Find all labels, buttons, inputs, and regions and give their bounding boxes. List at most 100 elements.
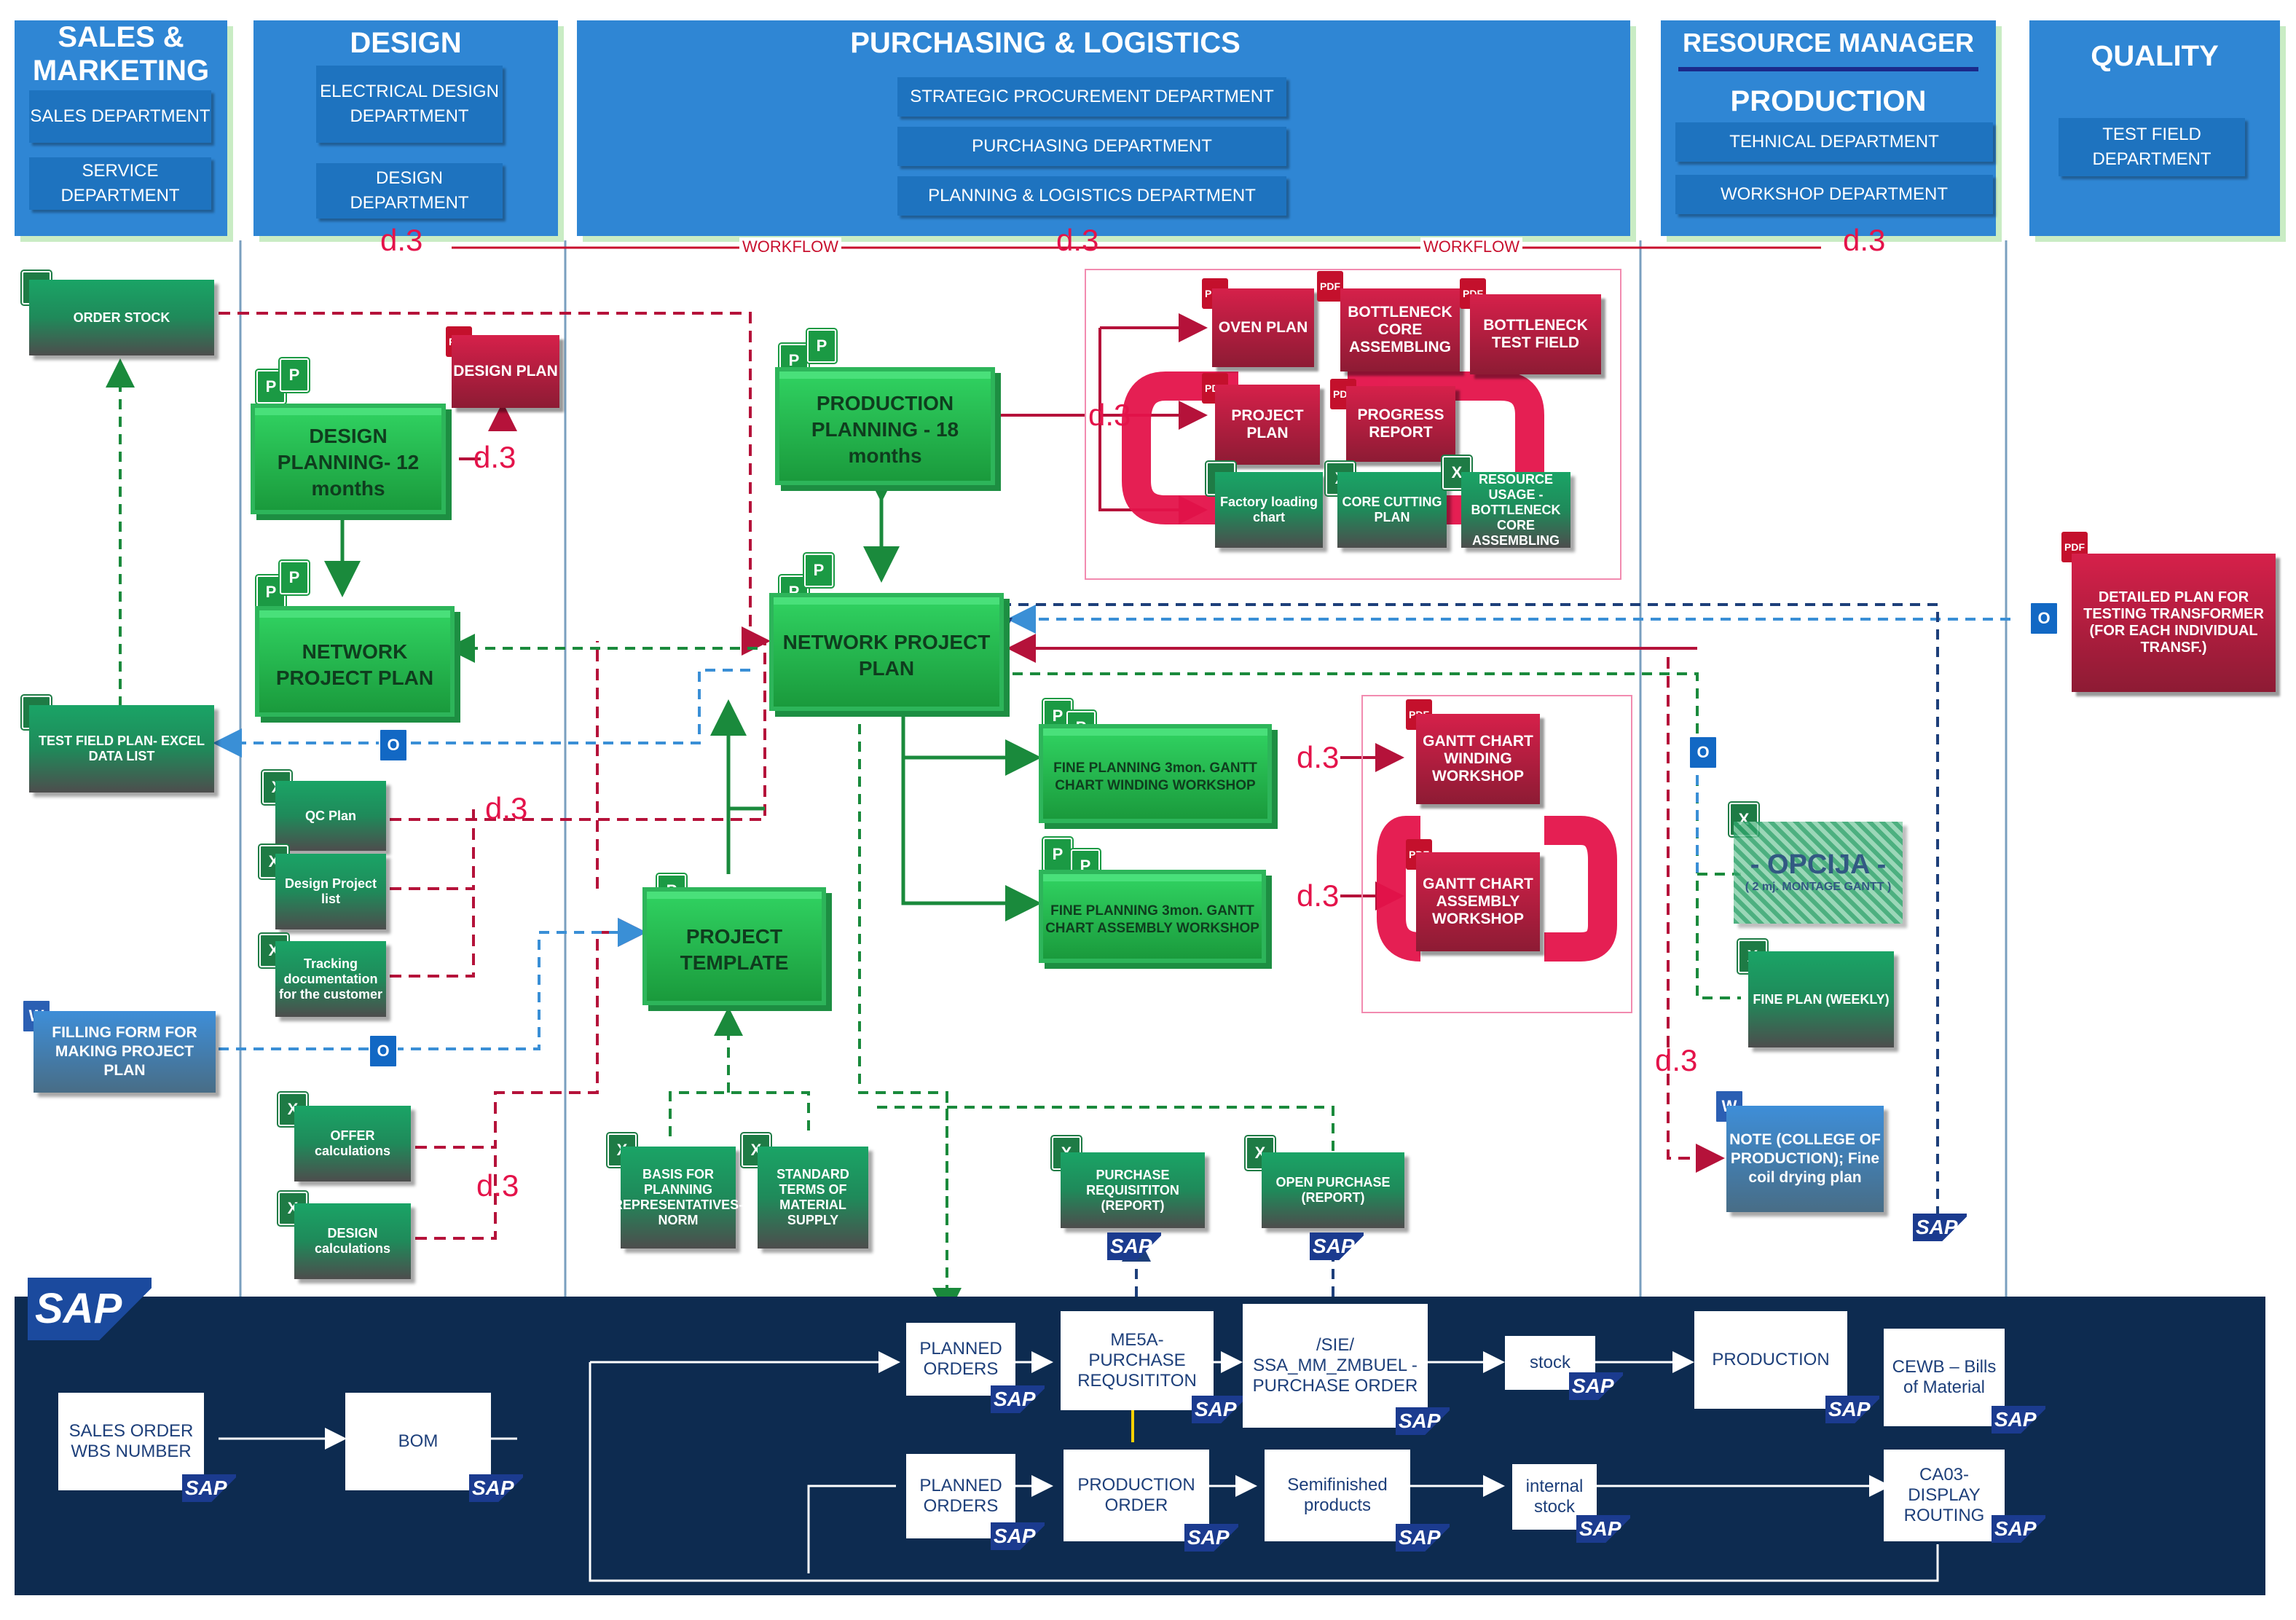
factory-loading-chart[interactable]: Factory loading chart — [1215, 472, 1323, 548]
basis-for-planning[interactable]: BASIS FOR PLANNING REPRESENTATIVES-NORM — [613, 1147, 743, 1249]
sie-purchase-order[interactable]: /SIE/ SSA_MM_ZMBUEL - PURCHASE ORDER — [1243, 1304, 1428, 1428]
production-header: RESOURCE MANAGER PRODUCTION TEHNICAL DEP… — [1661, 20, 1996, 236]
detailed-plan-testing-transformer[interactable]: DETAILED PLAN FOR TESTING TRANSFORMER (F… — [2072, 554, 2276, 692]
project-icon: P — [804, 554, 833, 587]
quality-title: QUALITY — [2091, 40, 2219, 72]
sap-logo: SAP — [1107, 1232, 1161, 1260]
design-planning[interactable]: DESIGN PLANNING- 12 months — [255, 408, 441, 510]
production-planning[interactable]: PRODUCTION PLANNING - 18 months — [779, 371, 991, 481]
purchase-requisition-report[interactable]: PURCHASE REQUISITITON (REPORT) — [1061, 1152, 1205, 1228]
oven-plan[interactable]: OVEN PLAN — [1212, 288, 1314, 367]
sap-logo: SAP — [1913, 1214, 1967, 1241]
sap-logo: SAP — [1192, 1396, 1246, 1423]
project-icon: P — [280, 358, 309, 392]
outlook-icon: O — [369, 1034, 398, 1068]
filling-form[interactable]: FILLING FORM FOR MAKING PROJECT PLAN — [34, 1011, 216, 1093]
test-field-plan[interactable]: TEST FIELD PLAN- EXCEL DATA LIST — [29, 705, 214, 793]
design-plan[interactable]: DESIGN PLAN — [452, 335, 559, 408]
project-icon: P — [280, 561, 309, 594]
bom[interactable]: BOM — [345, 1393, 491, 1490]
note-college-of-production[interactable]: NOTE (COLLEGE OF PRODUCTION); Fine coil … — [1726, 1106, 1884, 1212]
d3-logo: d.3 — [1056, 223, 1099, 257]
cewb-bills-of-material[interactable]: CEWB – Bills of Material — [1884, 1329, 2005, 1426]
strategic-procurement-department[interactable]: STRATEGIC PROCUREMENT DEPARTMENT — [897, 77, 1286, 117]
sap-logo: SAP — [1184, 1524, 1238, 1552]
fine-plan-weekly[interactable]: FINE PLAN (WEEKLY) — [1748, 951, 1894, 1047]
open-purchase-report[interactable]: OPEN PURCHASE (REPORT) — [1262, 1152, 1404, 1228]
sap-logo: SAP — [1310, 1232, 1364, 1260]
qc-plan[interactable]: QC Plan — [275, 781, 386, 851]
workshop-department[interactable]: WORKSHOP DEPARTMENT — [1675, 175, 1993, 214]
sap-logo: SAP — [182, 1474, 236, 1502]
standard-terms[interactable]: STANDARD TERMS OF MATERIAL SUPPLY — [758, 1147, 868, 1249]
design-department[interactable]: DESIGN DEPARTMENT — [316, 163, 503, 219]
core-cutting-plan[interactable]: CORE CUTTING PLAN — [1337, 472, 1447, 548]
d3-logo: d.3 — [473, 440, 516, 474]
outlook-icon: O — [1688, 736, 1718, 769]
network-project-plan-left[interactable]: NETWORK PROJECT PLAN — [259, 610, 450, 712]
resource-usage[interactable]: RESOURCE USAGE - BOTTLENECK CORE ASSEMBL… — [1461, 472, 1570, 548]
design-project-list[interactable]: Design Project list — [275, 854, 386, 929]
fine-planning-winding[interactable]: FINE PLANNING 3mon. GANTT CHART WINDING … — [1043, 728, 1267, 819]
network-project-plan-center[interactable]: NETWORK PROJECT PLAN — [774, 597, 999, 707]
d3-logo: d.3 — [380, 223, 423, 257]
tracking-documentation[interactable]: Tracking documentation for the customer — [275, 941, 386, 1017]
purchasing-department[interactable]: PURCHASING DEPARTMENT — [897, 127, 1286, 166]
ca03-display-routing[interactable]: CA03- DISPLAY ROUTING — [1884, 1450, 2005, 1541]
bottleneck-core-assembling[interactable]: BOTTLENECK CORE ASSEMBLING — [1340, 288, 1460, 371]
opcija-subtitle: ( 2 mj. MONTAGE GANTT ) — [1745, 881, 1892, 893]
d3-logo: d.3 — [1655, 1043, 1698, 1077]
fine-planning-assembly[interactable]: FINE PLANNING 3mon. GANTT CHART ASSEMBLY… — [1043, 874, 1262, 959]
production[interactable]: PRODUCTION — [1694, 1311, 1847, 1409]
order-stock[interactable]: ORDER STOCK — [29, 280, 214, 355]
sales-marketing-title: SALES & MARKETING — [32, 21, 210, 87]
sap-logo: SAP — [991, 1522, 1045, 1550]
d3-logo: d.3 — [485, 791, 528, 825]
design-calculations[interactable]: DESIGN calculations — [294, 1203, 411, 1279]
d3-logo: d.3 — [1088, 398, 1131, 432]
sales-department[interactable]: SALES DEPARTMENT — [29, 90, 211, 143]
gantt-chart-assembly[interactable]: GANTT CHART ASSEMBLY WORKSHOP — [1416, 852, 1540, 951]
workflow-label: WORKFLOW — [1420, 237, 1522, 256]
sales-marketing-header: SALES & MARKETING SALES DEPARTMENT SERVI… — [15, 20, 227, 236]
gantt-chart-winding[interactable]: GANTT CHART WINDING WORKSHOP — [1416, 714, 1540, 804]
planning-logistics-department[interactable]: PLANNING & LOGISTICS DEPARTMENT — [897, 176, 1286, 216]
project-template[interactable]: PROJECT TEMPLATE — [647, 892, 822, 1001]
service-department[interactable]: SERVICE DEPARTMENT — [29, 157, 211, 210]
me5a-purchase-requsititon[interactable]: ME5A- PURCHASE REQUSITITON — [1061, 1311, 1214, 1410]
sap-logo: SAP — [1569, 1372, 1623, 1400]
electrical-design-department[interactable]: ELECTRICAL DESIGN DEPARTMENT — [316, 66, 503, 143]
sap-logo: SAP — [1992, 1515, 2045, 1543]
purchasing-logistics-header: PURCHASING & LOGISTICS STRATEGIC PROCURE… — [577, 20, 1630, 236]
sap-logo: SAP — [1396, 1407, 1450, 1435]
design-title: DESIGN — [350, 27, 462, 59]
offer-calculations[interactable]: OFFER calculations — [294, 1106, 411, 1181]
opcija-title: - OPCIJA - — [1750, 849, 1887, 880]
tehnical-department[interactable]: TEHNICAL DEPARTMENT — [1675, 122, 1993, 162]
d3-logo: d.3 — [1843, 223, 1886, 257]
production-order[interactable]: PRODUCTION ORDER — [1064, 1450, 1209, 1541]
progress-report[interactable]: PROGRESS REPORT — [1346, 386, 1455, 462]
project-icon: P — [1043, 838, 1072, 871]
design-header: DESIGN ELECTRICAL DESIGN DEPARTMENT DESI… — [253, 20, 558, 236]
workflow-label: WORKFLOW — [739, 237, 841, 256]
purchasing-logistics-title: PURCHASING & LOGISTICS — [850, 27, 1241, 59]
test-field-department[interactable]: TEST FIELD DEPARTMENT — [2059, 118, 2245, 176]
sap-logo: SAP — [1992, 1406, 2045, 1434]
sap-logo: SAP — [1576, 1515, 1630, 1543]
project-icon: P — [807, 329, 836, 363]
production-title: PRODUCTION — [1730, 85, 1927, 117]
planned-orders-1[interactable]: PLANNED ORDERS — [906, 1323, 1015, 1396]
sap-main-logo: SAP — [28, 1278, 152, 1340]
outlook-icon: O — [2029, 602, 2059, 635]
sales-order-wbs[interactable]: SALES ORDER WBS NUMBER — [58, 1393, 204, 1490]
bottleneck-test-field[interactable]: BOTTLENECK TEST FIELD — [1470, 294, 1601, 374]
sap-logo: SAP — [991, 1385, 1045, 1413]
opcija-box[interactable]: - OPCIJA - ( 2 mj. MONTAGE GANTT ) — [1734, 822, 1903, 924]
pdf-icon: PDF — [1317, 271, 1343, 302]
outlook-icon: O — [379, 728, 408, 762]
project-plan[interactable]: PROJECT PLAN — [1215, 385, 1320, 465]
sap-logo: SAP — [1825, 1396, 1879, 1423]
semifinished-products[interactable]: Semifinished products — [1265, 1450, 1410, 1541]
d3-logo: d.3 — [1297, 878, 1340, 913]
